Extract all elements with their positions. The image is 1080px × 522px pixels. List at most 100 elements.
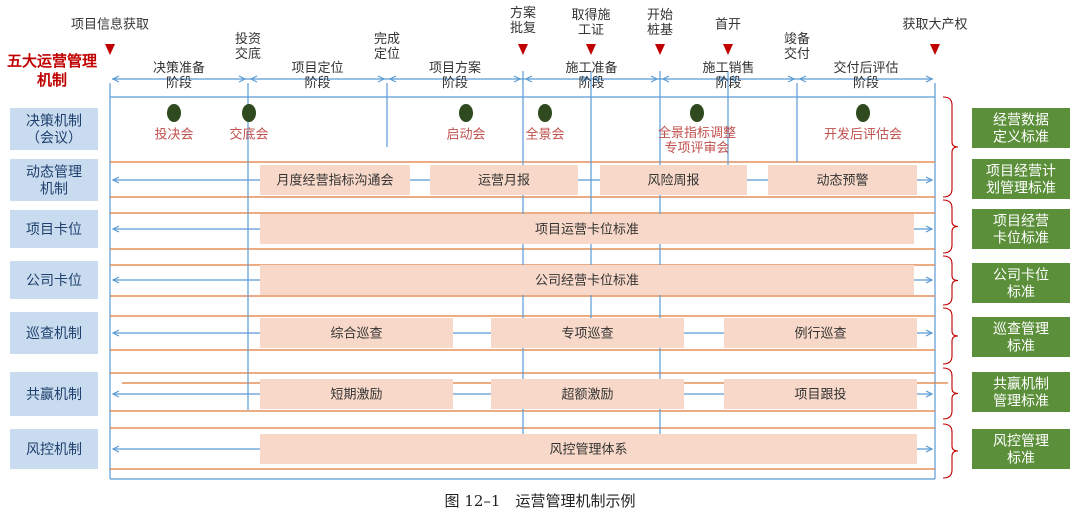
row-arrow-right bbox=[925, 329, 934, 337]
mechanism-activity-label: 运营月报 bbox=[478, 174, 530, 189]
mechanism-activity-label: 超额激励 bbox=[561, 388, 613, 403]
row-arrow-left bbox=[111, 390, 120, 398]
timeline-arrow-right bbox=[718, 75, 727, 83]
mechanism-activity-label: 月度经营指标沟通会 bbox=[276, 173, 393, 189]
standard-label: 风控管理标准 bbox=[993, 433, 1049, 466]
mechanism-activity-box bbox=[260, 318, 453, 348]
meeting-label: 交底会 bbox=[229, 127, 268, 143]
mechanism-activity-box bbox=[724, 318, 917, 348]
standard-label: 共赢机制管理标准 bbox=[993, 375, 1049, 409]
mechanism-activity-label: 项目跟投 bbox=[794, 387, 846, 403]
standard-box bbox=[972, 317, 1070, 357]
row-arrow-right bbox=[925, 390, 934, 398]
mechanism-activity-label: 动态预警 bbox=[816, 173, 868, 189]
mechanism-activity-box bbox=[600, 165, 747, 195]
mechanism-activity-label: 专项巡查 bbox=[561, 327, 613, 342]
milestone-marker bbox=[105, 44, 115, 55]
standard-box bbox=[972, 429, 1070, 469]
milestone-label: 项目信息获取 bbox=[71, 17, 149, 33]
phase-label: 施工准备阶段 bbox=[565, 60, 617, 91]
meeting-dot bbox=[856, 104, 870, 122]
milestone-label: 完成定位 bbox=[374, 32, 400, 62]
standard-label: 项目经营卡位标准 bbox=[993, 213, 1049, 246]
mechanism-activity-box bbox=[724, 379, 917, 409]
meeting-dot bbox=[242, 104, 256, 122]
mechanism-activity-box bbox=[430, 165, 578, 195]
timeline-arrow-left bbox=[592, 75, 601, 83]
meeting-label: 全景会 bbox=[525, 127, 564, 143]
meeting-dot bbox=[690, 104, 704, 122]
standard-box bbox=[972, 209, 1070, 249]
meeting-dot bbox=[538, 104, 552, 122]
mechanism-activity-box bbox=[260, 379, 453, 409]
mechanism-label: 巡查机制 bbox=[26, 326, 82, 342]
row-arrow-left bbox=[111, 276, 120, 284]
milestone-marker bbox=[518, 44, 528, 55]
mechanism-label: 公司卡位 bbox=[26, 273, 82, 289]
mechanism-activity-box bbox=[491, 379, 684, 409]
mechanism-activity-box bbox=[768, 165, 917, 195]
mechanism-activity-label: 短期激励 bbox=[330, 388, 382, 403]
mechanism-label: 风控机制 bbox=[26, 442, 82, 458]
milestone-label: 方案批复 bbox=[510, 5, 536, 36]
timeline-arrow-left bbox=[388, 75, 397, 83]
row-arrow-right bbox=[925, 276, 934, 284]
mechanism-activity-label: 风险周报 bbox=[647, 174, 699, 189]
mechanism-activity-box bbox=[260, 214, 914, 244]
milestone-label: 竣备交付 bbox=[784, 31, 810, 62]
standard-box bbox=[972, 263, 1070, 303]
mechanism-activity-box bbox=[491, 318, 684, 348]
meeting-label: 启动会 bbox=[446, 128, 485, 143]
right-brace bbox=[942, 423, 959, 479]
meeting-label: 全景指标调整专项评审会 bbox=[658, 125, 736, 156]
standard-label: 公司卡位标准 bbox=[993, 267, 1049, 300]
mechanism-box bbox=[10, 312, 98, 354]
row-arrow-right bbox=[925, 445, 934, 453]
timeline-arrow-left bbox=[661, 75, 670, 83]
mechanism-activity-label: 项目运营卡位标准 bbox=[535, 223, 639, 238]
phase-label: 施工销售阶段 bbox=[702, 60, 754, 91]
meeting-label: 开发后评估会 bbox=[824, 127, 902, 143]
right-brace bbox=[942, 307, 959, 365]
milestone-marker bbox=[723, 44, 733, 55]
mechanism-activity-box bbox=[260, 165, 410, 195]
mechanism-label: 动态管理机制 bbox=[26, 164, 82, 197]
milestone-label: 开始桩基 bbox=[647, 8, 673, 38]
right-brace bbox=[942, 96, 959, 198]
meeting-dot bbox=[167, 104, 181, 122]
right-brace bbox=[942, 255, 959, 306]
meeting-dot bbox=[459, 104, 473, 122]
figure-caption: 图 12–1 运营管理机制示例 bbox=[444, 492, 636, 510]
mechanism-label: 项目卡位 bbox=[26, 222, 82, 238]
standard-box bbox=[972, 108, 1070, 148]
milestone-label: 获取大产权 bbox=[902, 17, 967, 33]
timeline-arrow-left bbox=[798, 75, 807, 83]
row-arrow-left bbox=[111, 176, 120, 184]
milestone-label: 取得施工证 bbox=[571, 7, 610, 38]
mechanism-activity-box bbox=[260, 265, 914, 295]
meeting-label: 投决会 bbox=[154, 127, 193, 143]
milestone-marker bbox=[655, 44, 665, 55]
row-arrow-left bbox=[111, 445, 120, 453]
phase-label: 决策准备阶段 bbox=[153, 60, 205, 91]
timeline-arrow-left bbox=[729, 75, 738, 83]
standard-label: 项目经营计划管理标准 bbox=[986, 163, 1056, 196]
milestone-label: 投资交底 bbox=[235, 31, 261, 62]
mechanism-activity-label: 公司经营卡位标准 bbox=[535, 274, 639, 289]
timeline-arrow-right bbox=[650, 75, 659, 83]
milestone-marker bbox=[930, 44, 940, 55]
timeline-arrow-left bbox=[111, 75, 120, 83]
right-brace bbox=[942, 367, 959, 420]
mechanism-label: 共赢机制 bbox=[26, 386, 82, 403]
mechanism-activity-label: 例行巡查 bbox=[794, 327, 846, 342]
standard-label: 巡查管理标准 bbox=[993, 321, 1049, 354]
timeline-arrow-left bbox=[249, 75, 258, 83]
row-arrow-left bbox=[111, 225, 120, 233]
timeline-arrow-right bbox=[377, 75, 386, 83]
right-brace bbox=[942, 199, 959, 254]
timeline-arrow-left bbox=[524, 75, 533, 83]
timeline-arrow-right bbox=[925, 75, 934, 83]
phase-label: 项目定位阶段 bbox=[291, 61, 343, 91]
mechanism-box bbox=[10, 261, 98, 299]
